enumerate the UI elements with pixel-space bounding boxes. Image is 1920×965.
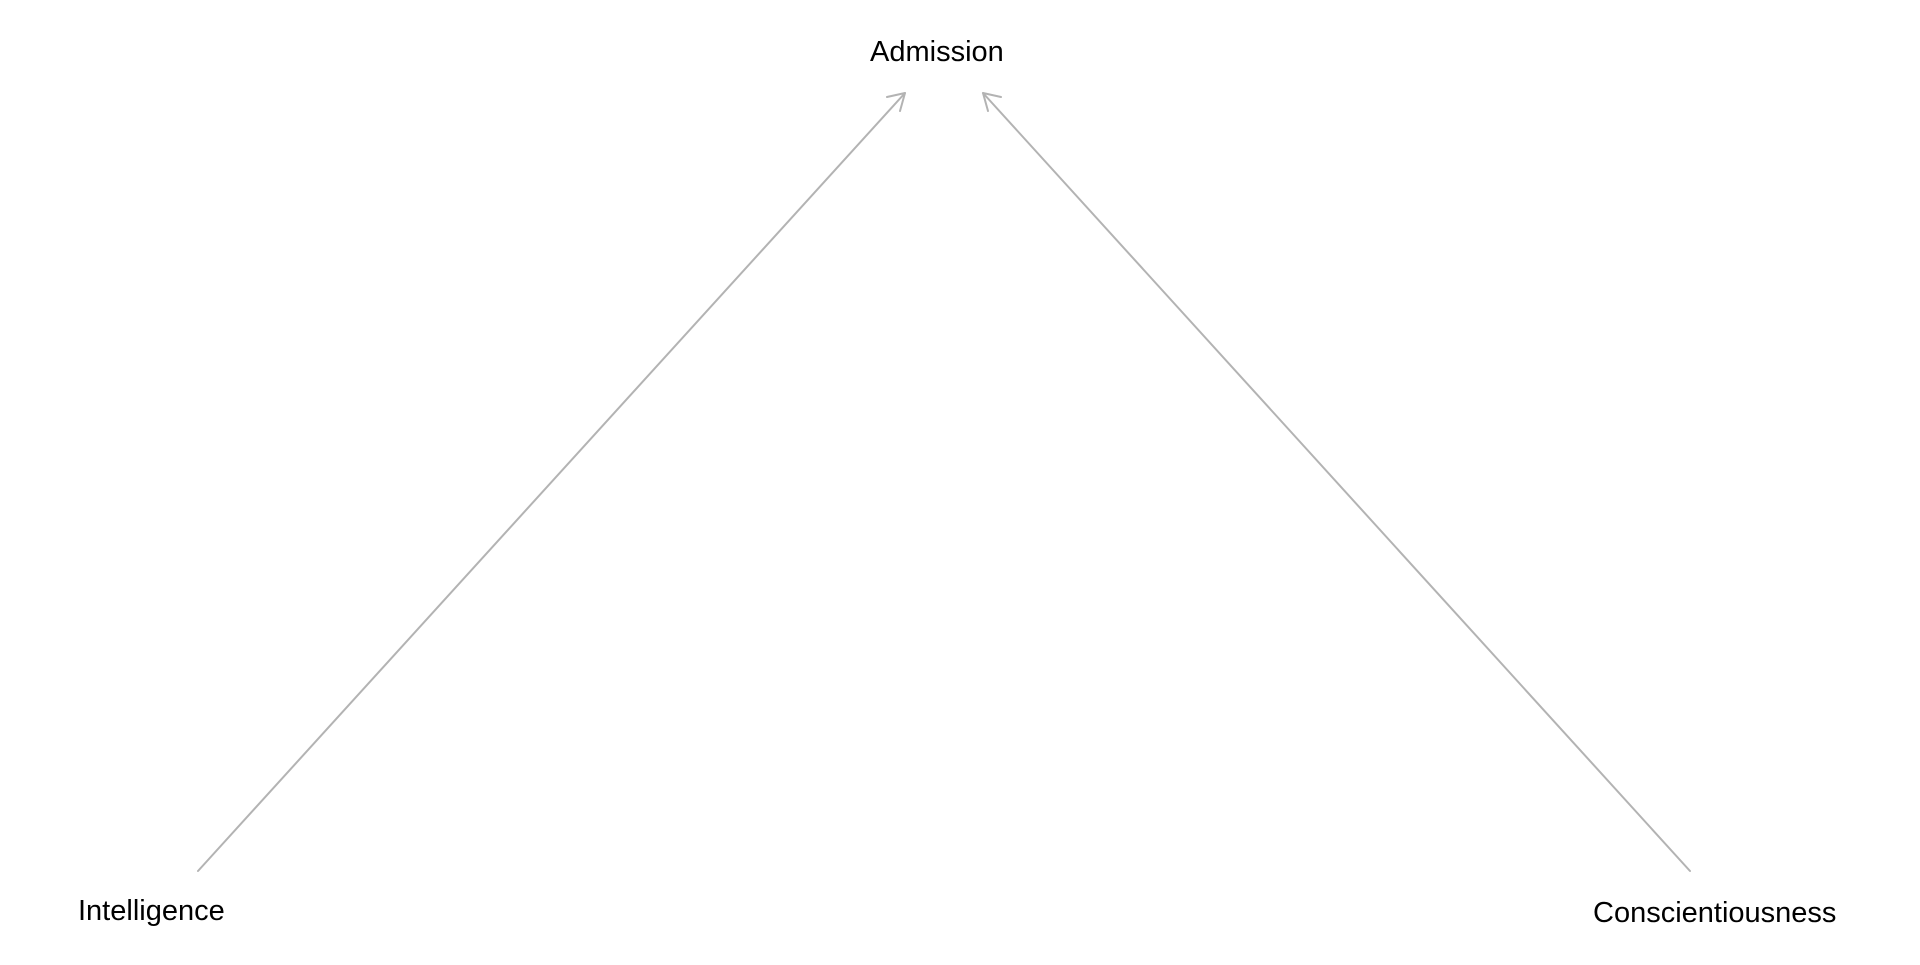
edge-line (982, 92, 1691, 872)
edge-conscientiousness-to-admission (982, 92, 1691, 872)
node-conscientiousness: Conscientiousness (1593, 897, 1837, 929)
node-admission: Admission (870, 36, 1004, 68)
arrowhead-icon (886, 92, 906, 112)
arrowhead-icon (982, 92, 1002, 112)
edge-intelligence-to-admission (197, 92, 906, 872)
node-intelligence: Intelligence (78, 895, 225, 927)
edge-line (197, 92, 906, 872)
